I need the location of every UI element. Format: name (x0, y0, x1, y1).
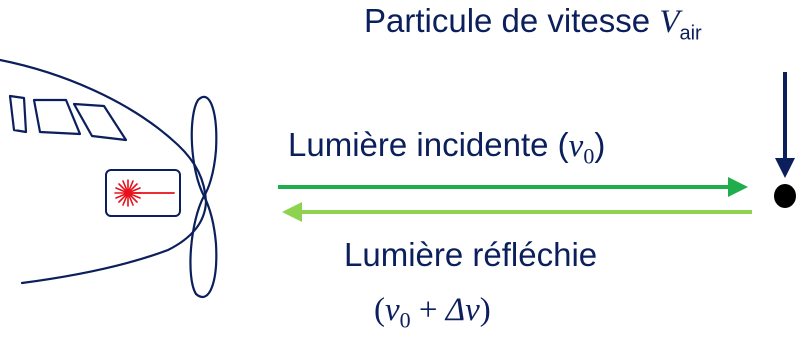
incident-nu-subscript: 0 (583, 143, 595, 169)
incident-nu-symbol: ν (568, 128, 584, 164)
reflected-open-paren: ( (374, 292, 385, 328)
reflected-nu-subscript: 0 (399, 307, 411, 333)
velocity-subscript: air (679, 22, 702, 45)
incident-label-text: Lumière incidente ( (288, 126, 569, 163)
incident-label-close: ) (594, 126, 606, 163)
reflected-close-paren: ) (479, 292, 491, 328)
particle-dot-icon (774, 184, 796, 208)
reflected-nu-symbol: ν (385, 292, 400, 328)
velocity-symbol: V (659, 4, 680, 40)
reflected-plus: + (410, 292, 446, 328)
propeller-icon (189, 95, 218, 298)
reflected-light-label: Lumière réfléchie (344, 236, 598, 273)
particle-velocity-label: Particule de vitesse Vair (364, 2, 702, 46)
particle-label-prefix: Particule de vitesse (364, 2, 660, 39)
incident-light-label: Lumière incidente (ν0) (288, 126, 605, 170)
laser-emitter-icon (105, 169, 181, 217)
reflected-delta-nu: Δν (445, 292, 480, 328)
reflected-frequency-label: (ν0 + Δν) (374, 290, 491, 334)
